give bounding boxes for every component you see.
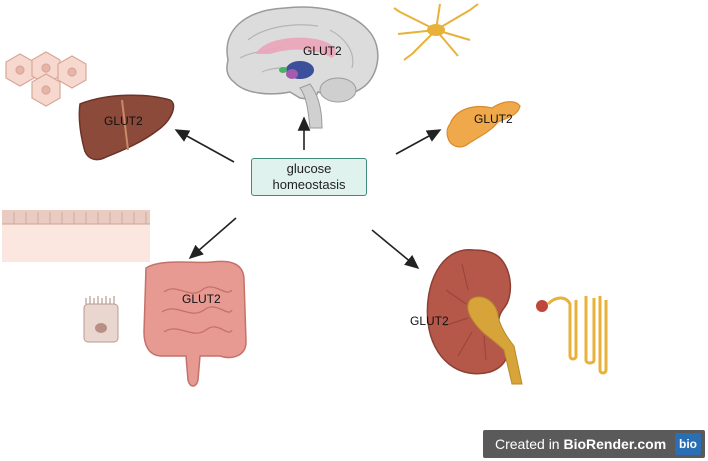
- hepatocytes-icon: [5, 51, 87, 107]
- arrow-to-liver: [174, 129, 235, 163]
- pancreas-icon: [446, 101, 521, 148]
- brain-glut2-label: GLUT2: [303, 44, 342, 58]
- center-label-line1: glucose: [286, 161, 332, 176]
- liver-icon: [78, 94, 175, 161]
- epithelium-icon: [2, 210, 150, 262]
- arrow-to-pancreas: [395, 129, 442, 155]
- badge-text: Created in BioRender.com: [495, 436, 666, 452]
- neuron-icon: [393, 3, 479, 61]
- kidney-glut2-label: GLUT2: [410, 314, 449, 328]
- enterocyte-icon: [83, 296, 119, 343]
- nephron-icon: [536, 296, 608, 375]
- badge-brand: BioRender.com: [563, 436, 667, 452]
- intestine-icon: [143, 260, 247, 387]
- arrow-to-intestine: [188, 217, 237, 260]
- kidney-icon: [426, 249, 523, 385]
- pancreas-glut2-label: GLUT2: [474, 112, 513, 126]
- biorender-logo-icon: bio: [675, 433, 701, 455]
- center-label-line2: homeostasis: [272, 177, 346, 192]
- brain-icon: [226, 6, 379, 129]
- liver-glut2-label: GLUT2: [104, 114, 143, 128]
- arrow-to-kidney: [371, 229, 420, 270]
- badge-prefix: Created in: [495, 436, 564, 452]
- glucose-homeostasis-box: glucose homeostasis: [251, 158, 367, 196]
- intestine-glut2-label: GLUT2: [182, 292, 221, 306]
- biorender-badge[interactable]: Created in BioRender.com bio: [483, 430, 705, 458]
- arrows: [174, 116, 442, 270]
